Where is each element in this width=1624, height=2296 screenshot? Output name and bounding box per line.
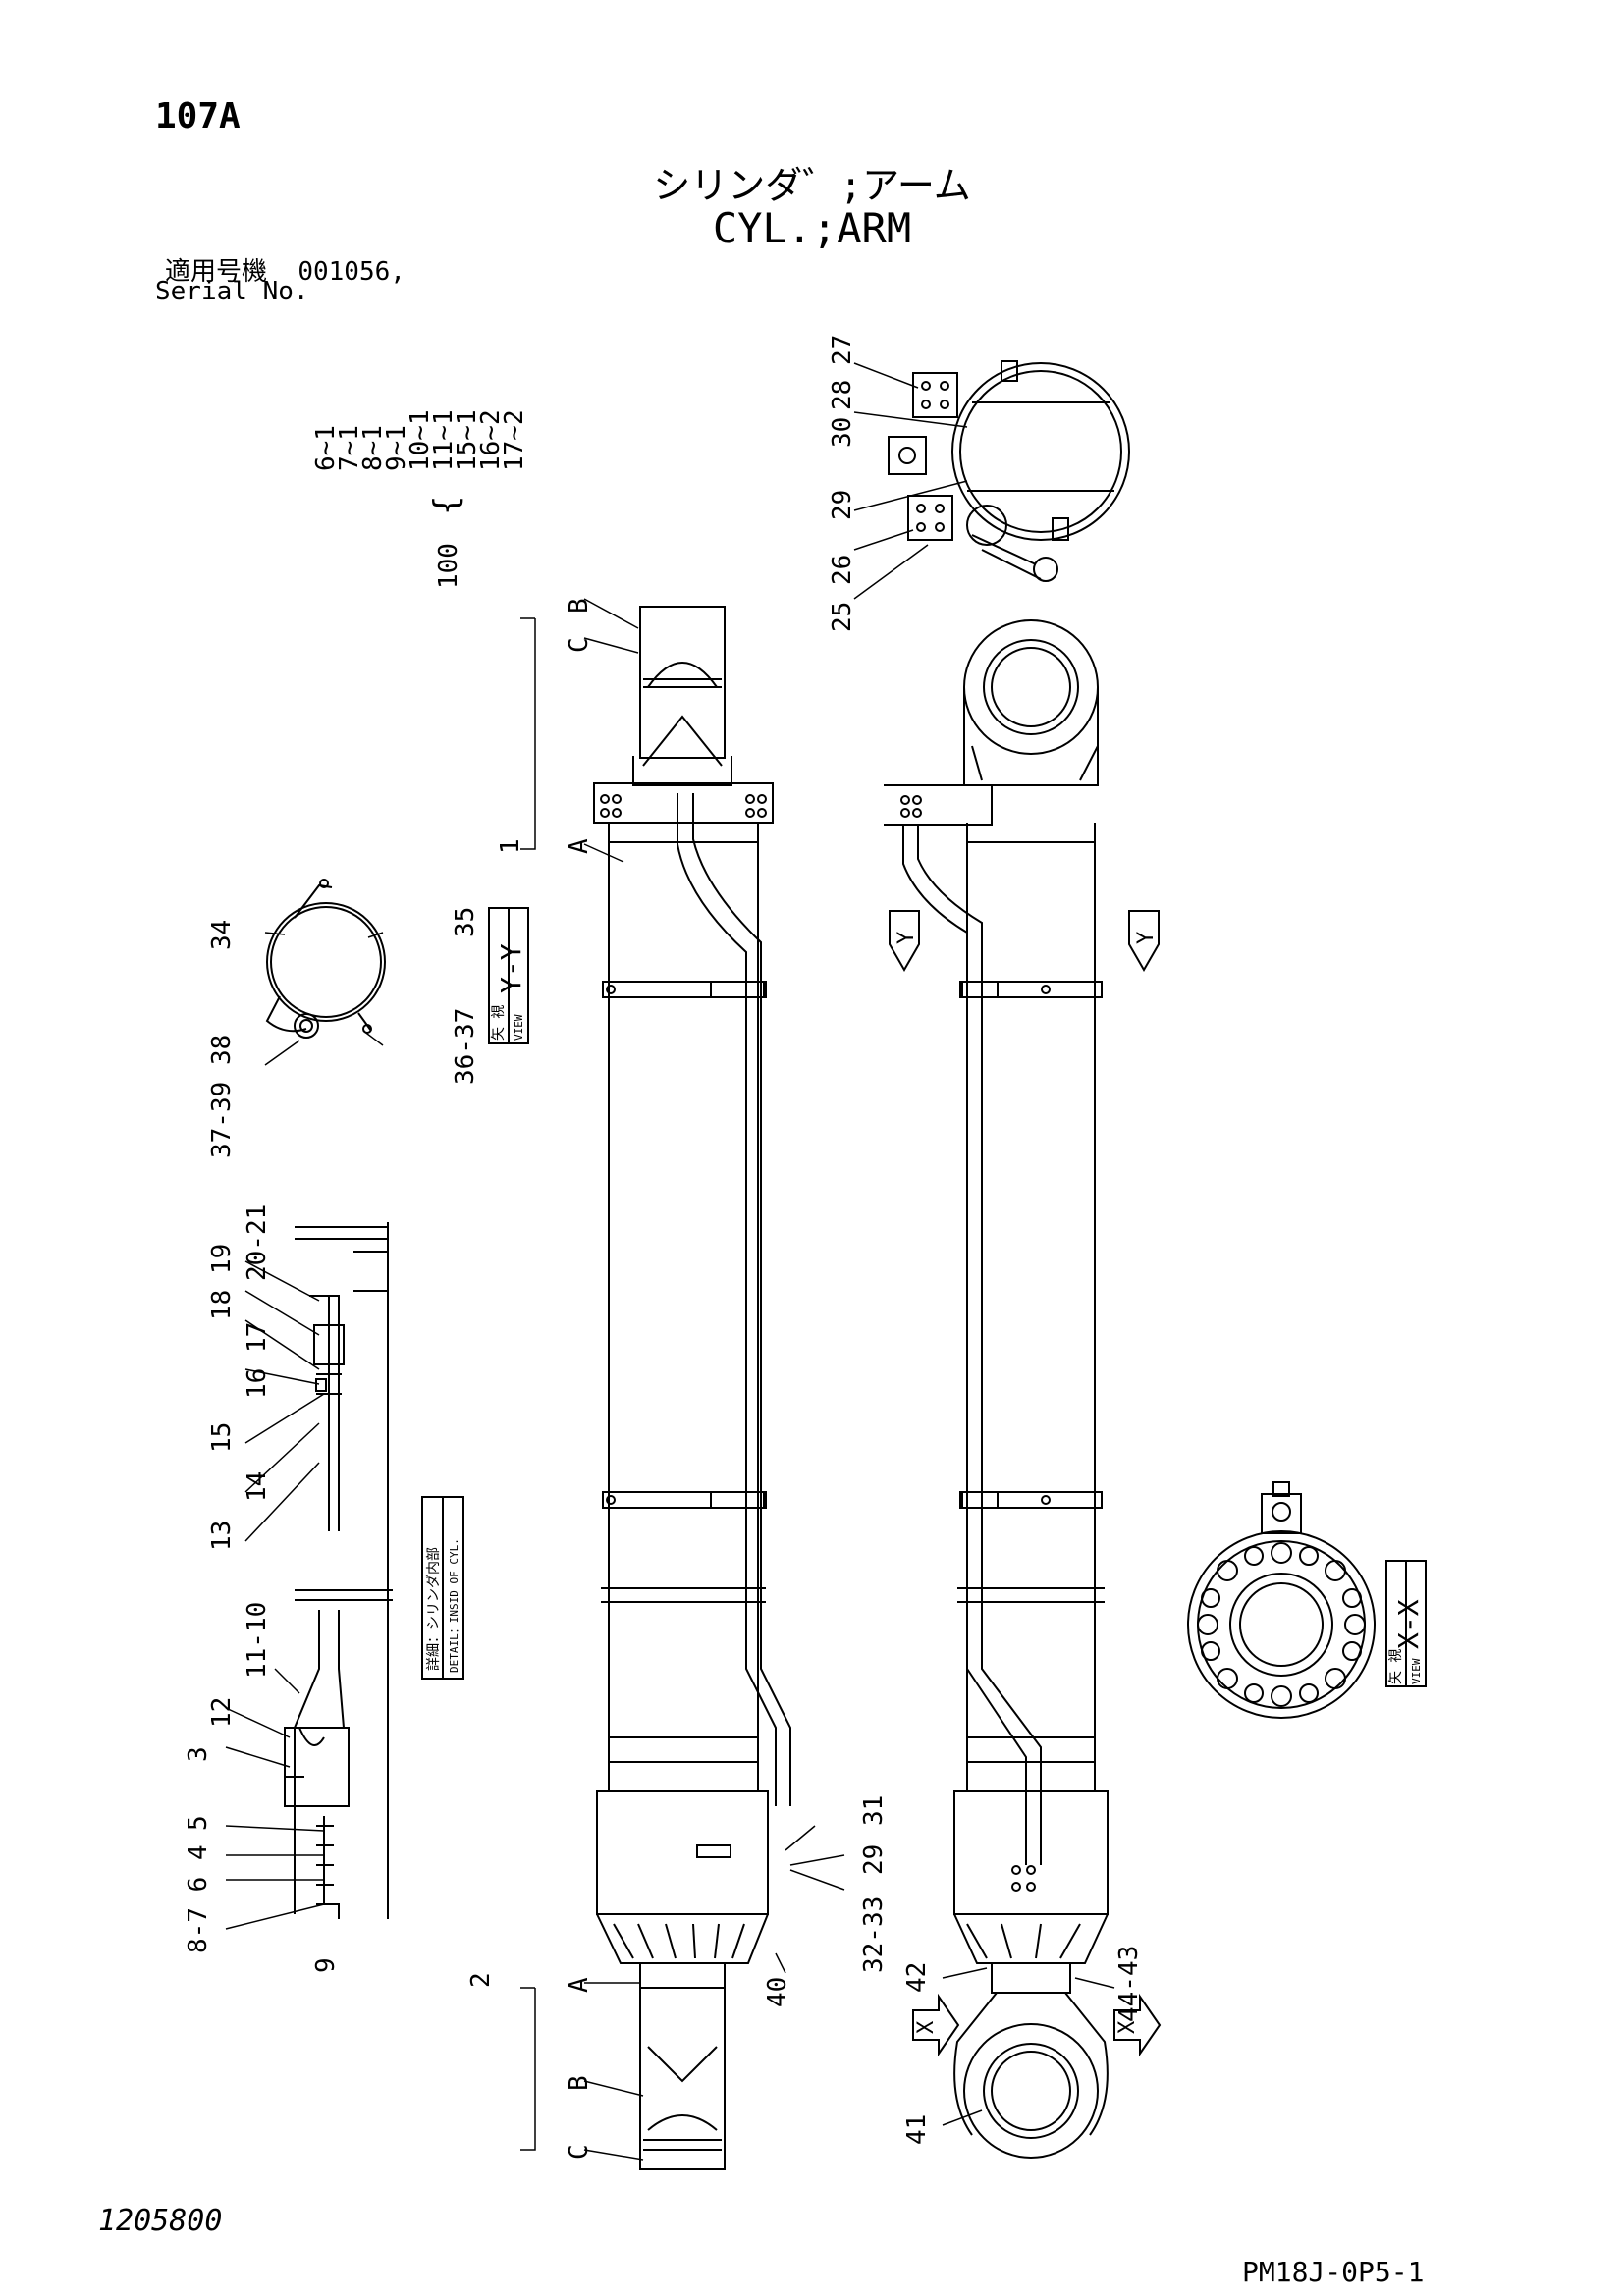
serial-label-english: Serial No.	[155, 277, 309, 306]
arrow-x-left-label: X	[914, 2020, 939, 2034]
callout-44-43: 44-43	[1114, 1946, 1144, 2022]
callout-a-bottom: A	[565, 1977, 594, 1993]
callout-25: 25	[828, 602, 857, 632]
detail-label-jp: 詳細：シリンダ内部	[426, 1547, 442, 1671]
page-number: 107A	[155, 96, 241, 136]
xx-flange-view	[1187, 1481, 1427, 1719]
callout-29-top: 29	[828, 490, 857, 520]
callout-29-bottom: 29	[859, 1844, 889, 1875]
callout-b-bottom: B	[565, 2075, 594, 2091]
callout-16-17: 16 17	[243, 1322, 272, 1399]
arrow-y-left-label: Y	[894, 932, 919, 944]
serial-value: 001056,	[298, 257, 406, 287]
title-english: CYL.;ARM	[712, 204, 912, 252]
callout-14: 14	[243, 1471, 272, 1502]
arrow-x-right-label: X	[1115, 2020, 1140, 2034]
callout-c-bottom: C	[565, 2144, 594, 2160]
view-yy-en: VIEW	[513, 1014, 525, 1041]
clamp-detail-top	[888, 360, 1130, 582]
kit-items: 6~1 7~1 8~1 9~1 10~1 11~1 15~1 16~2 17~2	[311, 409, 529, 471]
callout-35: 35	[451, 907, 480, 937]
callout-34: 34	[207, 920, 237, 950]
arrow-y-right-label: Y	[1134, 932, 1159, 944]
leader-lines	[225, 362, 1115, 2161]
callout-1: 1	[496, 838, 525, 854]
kit-item: 16~2	[476, 409, 506, 471]
callout-40: 40	[763, 1977, 792, 2007]
title-japanese: シリンダ゛;アーム	[653, 164, 971, 207]
view-arrow-x-left	[912, 1993, 960, 2057]
callout-28: 28	[828, 380, 857, 410]
callout-30: 30	[828, 417, 857, 448]
kit-item: 9~1	[382, 425, 411, 471]
kit-item: 7~1	[335, 425, 364, 471]
kit-brace: {	[427, 496, 466, 515]
kit-item: 17~2	[500, 409, 529, 471]
detail-inside-cylinder	[284, 1222, 464, 1919]
kit-item: 10~1	[406, 409, 435, 471]
view-xx-label: X-X	[1392, 1599, 1425, 1649]
callout-12: 12	[207, 1697, 237, 1728]
callout-15: 15	[207, 1422, 237, 1453]
view-yy-label: Y-Y	[495, 943, 527, 993]
callout-4: 4	[184, 1844, 213, 1860]
detail-label-en: DETAIL：INSID OF CYL.	[448, 1538, 460, 1673]
callout-9: 9	[311, 1957, 341, 1973]
view-arrow-y-left	[889, 910, 920, 973]
view-xx-en: VIEW	[1410, 1658, 1423, 1684]
callout-13: 13	[207, 1521, 237, 1551]
callout-5: 5	[184, 1815, 213, 1831]
kit-item: 6~1	[311, 425, 341, 471]
callout-11-10: 11-10	[243, 1602, 272, 1679]
callout-38: 38	[207, 1035, 237, 1065]
callout-a-top: A	[565, 838, 594, 854]
cylinder-side-view	[884, 619, 1109, 2159]
callout-2: 2	[466, 1972, 496, 1988]
view-yy-jp: 矢 視	[491, 1005, 507, 1041]
callout-32-33: 32-33	[859, 1896, 889, 1973]
yy-section	[265, 879, 529, 1044]
callout-26: 26	[828, 555, 857, 585]
kit-item: 8~1	[358, 425, 388, 471]
callout-20-21: 20-21	[243, 1204, 272, 1281]
kit-label: 100	[434, 543, 463, 589]
sheet-code: PM18J-0P5-1	[1242, 2256, 1425, 2288]
kit-item: 11~1	[429, 409, 459, 471]
callout-18-19: 18 19	[207, 1244, 237, 1320]
callout-36-37: 36-37	[451, 1008, 480, 1085]
serial-line-japanese: 適用号機 001056,	[165, 251, 406, 288]
callout-27: 27	[828, 335, 857, 365]
callout-3: 3	[184, 1746, 213, 1762]
callout-42: 42	[902, 1962, 932, 1993]
callout-8-7-6: 8-7 6	[184, 1877, 213, 1953]
view-xx-jp: 矢 視	[1388, 1649, 1404, 1684]
kit-item: 15~1	[453, 409, 482, 471]
cylinder-main-view	[593, 606, 791, 2170]
serial-label-japanese: 適用号機	[165, 257, 268, 287]
callout-31: 31	[859, 1795, 889, 1826]
callout-b-top: B	[565, 598, 594, 614]
view-arrow-x-right	[1113, 1993, 1162, 2057]
drawing-number: 1205800	[98, 2204, 223, 2238]
callout-41: 41	[902, 2114, 932, 2145]
view-arrow-y-right	[1128, 910, 1160, 973]
callout-c-top: C	[565, 637, 594, 653]
callout-37-39: 37-39	[207, 1082, 237, 1158]
